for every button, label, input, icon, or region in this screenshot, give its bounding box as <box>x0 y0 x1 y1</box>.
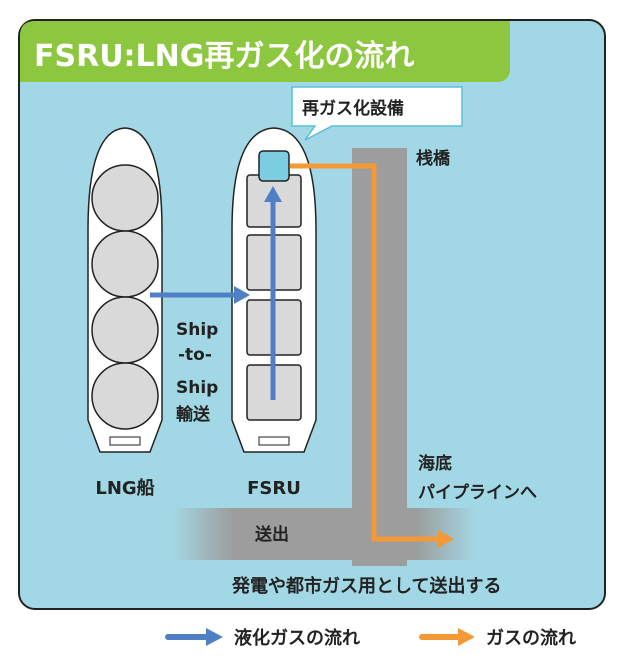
transfer-label-2: -to- <box>178 345 212 365</box>
bottom-caption: 発電や都市ガス用として送出する <box>231 575 501 597</box>
sendout-band <box>172 508 477 560</box>
legend-liquid-arrow-icon <box>206 628 223 646</box>
legend-gas: ガスの流れ <box>486 627 576 649</box>
lng-tank <box>91 362 159 430</box>
lng-tank <box>91 230 159 298</box>
lng-tank <box>91 296 159 364</box>
gas-flow-arrow <box>290 163 454 548</box>
transfer-label-1: Ship <box>176 320 218 340</box>
sendout-label: 送出 <box>255 524 289 545</box>
legend: 液化ガスの流れ ガスの流れ <box>165 627 576 649</box>
transfer-label-4: 輸送 <box>176 404 211 425</box>
pier <box>352 148 407 566</box>
title-bar <box>20 21 510 82</box>
lng-tank <box>91 164 159 232</box>
pier-label: 桟橋 <box>416 148 451 169</box>
transfer-label-3: Ship <box>176 378 218 398</box>
legend-liquid: 液化ガスの流れ <box>234 627 360 649</box>
lng-ship-label: LNG船 <box>95 477 154 499</box>
regas-callout: 再ガス化設備 <box>291 86 463 141</box>
title: FSRU:LNG再ガス化の流れ <box>34 39 414 74</box>
pipeline-label-2: パイプラインへ <box>418 482 537 503</box>
legend-gas-arrow-icon <box>458 628 475 646</box>
pipeline-label-1: 海底 <box>418 453 452 474</box>
callout-label: 再ガス化設備 <box>302 98 404 119</box>
liquid-flow-arrows <box>150 186 282 400</box>
regas-unit <box>258 150 290 182</box>
lng-ship <box>87 127 163 453</box>
fsru-label: FSRU <box>247 478 301 499</box>
